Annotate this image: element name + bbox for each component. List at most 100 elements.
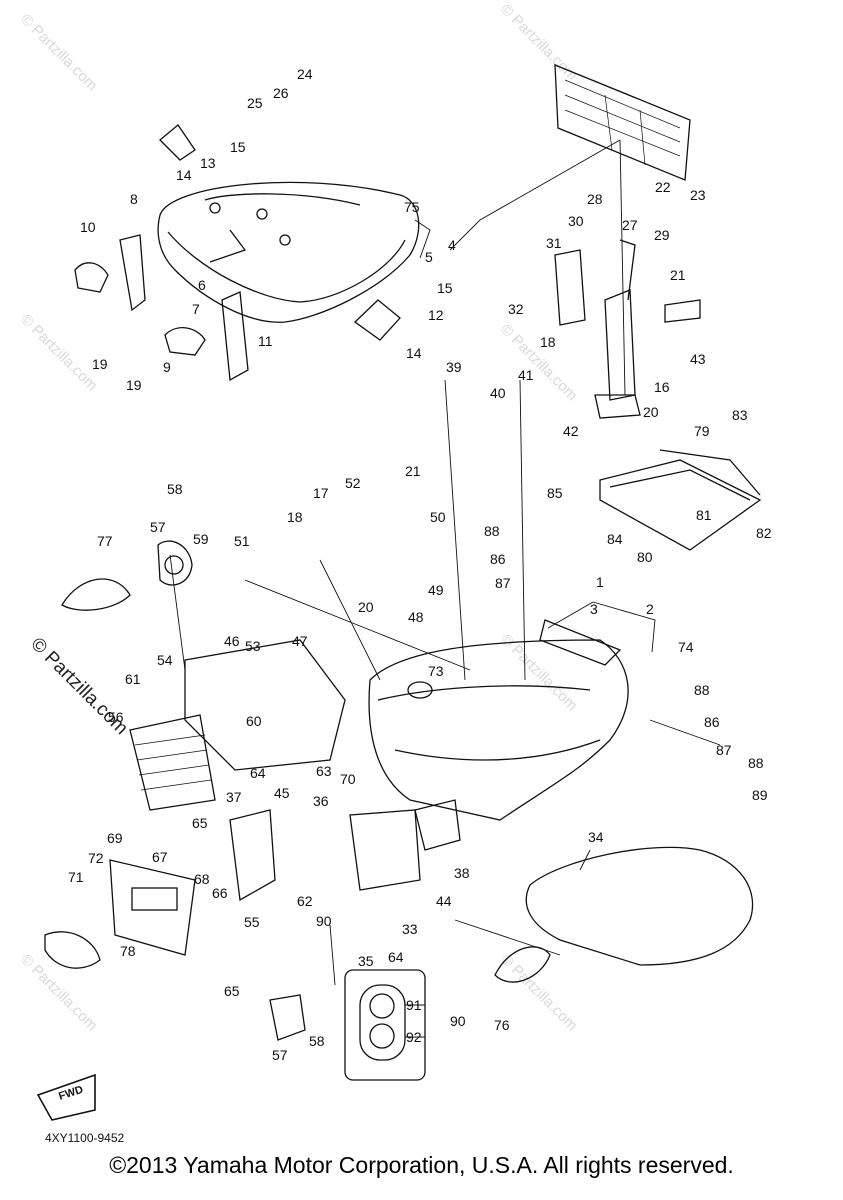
leader-lines — [169, 139, 721, 1038]
callout-8: 8 — [130, 191, 138, 207]
watermark: © Partzilla.com — [497, 951, 580, 1034]
callout-35: 35 — [358, 953, 374, 969]
callout-53: 53 — [245, 638, 261, 654]
watermark: © Partzilla.com — [17, 11, 100, 94]
callout-7: 7 — [192, 301, 200, 317]
callout-47: 47 — [292, 633, 308, 649]
watermark: © Partzilla.com — [497, 321, 580, 404]
callout-23: 23 — [690, 187, 706, 203]
callout-76: 76 — [494, 1017, 510, 1033]
callout-88: 88 — [694, 682, 710, 698]
callout-60: 60 — [246, 713, 262, 729]
callout-87: 87 — [495, 575, 511, 591]
callout-32: 32 — [508, 301, 524, 317]
callout-87: 87 — [716, 742, 732, 758]
callout-40: 40 — [490, 385, 506, 401]
liner-mat — [525, 846, 754, 966]
callout-11: 11 — [258, 333, 273, 349]
callout-59: 59 — [193, 531, 209, 547]
callout-70: 70 — [340, 771, 356, 787]
callout-57: 57 — [272, 1047, 288, 1063]
fwd-arrow — [36, 1073, 96, 1121]
callout-45: 45 — [274, 785, 290, 801]
callout-71: 71 — [68, 869, 84, 885]
callout-63: 63 — [316, 763, 332, 779]
callout-90: 90 — [450, 1013, 466, 1029]
callout-39: 39 — [446, 359, 462, 375]
watermark: © Partzilla.com — [497, 631, 580, 714]
callout-90: 90 — [316, 913, 332, 929]
callout-27: 27 — [622, 217, 638, 233]
callout-86: 86 — [490, 551, 506, 567]
callout-61: 61 — [125, 671, 141, 687]
callout-56: 56 — [108, 709, 124, 725]
speaker-housing — [129, 540, 346, 811]
callout-4: 4 — [448, 237, 456, 253]
callout-13: 13 — [200, 155, 216, 171]
callout-78: 78 — [120, 943, 136, 959]
callout-46: 46 — [224, 633, 240, 649]
callout-73: 73 — [428, 663, 444, 679]
callout-12: 12 — [428, 307, 444, 323]
callout-55: 55 — [244, 914, 260, 930]
callout-18: 18 — [540, 334, 556, 350]
callout-77: 77 — [97, 533, 113, 549]
callout-1: 1 — [596, 574, 604, 590]
callout-65: 65 — [224, 983, 240, 999]
callout-19: 19 — [92, 356, 108, 372]
callout-58: 58 — [309, 1033, 325, 1049]
callout-89: 89 — [752, 787, 768, 803]
callout-28: 28 — [587, 191, 603, 207]
callout-10: 10 — [80, 219, 96, 235]
callout-9: 9 — [163, 359, 171, 375]
callout-66: 66 — [212, 885, 228, 901]
reflector-pads — [44, 578, 551, 983]
callout-57: 57 — [150, 519, 166, 535]
callout-15: 15 — [437, 280, 453, 296]
callout-80: 80 — [637, 549, 653, 565]
callout-64: 64 — [250, 765, 266, 781]
callout-34: 34 — [588, 829, 604, 845]
callout-64: 64 — [388, 949, 404, 965]
callout-52: 52 — [345, 475, 361, 491]
callout-20: 20 — [358, 599, 374, 615]
callout-21: 21 — [670, 267, 686, 283]
callout-75: 75 — [404, 199, 420, 215]
watermark: © Partzilla.com — [497, 1, 580, 84]
callout-85: 85 — [547, 485, 563, 501]
switch-panel — [269, 969, 426, 1081]
callout-68: 68 — [194, 871, 210, 887]
callout-79: 79 — [694, 423, 710, 439]
callout-88: 88 — [484, 523, 500, 539]
callout-31: 31 — [546, 235, 562, 251]
callout-83: 83 — [732, 407, 748, 423]
callout-22: 22 — [655, 179, 671, 195]
callout-2: 2 — [646, 601, 654, 617]
diagram-code: 4XY1100-9452 — [45, 1131, 125, 1145]
callout-62: 62 — [297, 893, 313, 909]
callout-26: 26 — [273, 85, 289, 101]
callout-91: 91 — [406, 997, 422, 1013]
callout-18: 18 — [287, 509, 303, 525]
callout-36: 36 — [313, 793, 329, 809]
latch-mechanism — [554, 239, 701, 419]
callout-48: 48 — [408, 609, 424, 625]
lid-hinges — [74, 124, 401, 382]
callout-14: 14 — [406, 345, 422, 361]
copyright-notice: ©2013 Yamaha Motor Corporation, U.S.A. A… — [109, 1152, 734, 1178]
callout-21: 21 — [405, 463, 421, 479]
callout-50: 50 — [430, 509, 446, 525]
callout-29: 29 — [654, 227, 670, 243]
lower-brackets — [109, 799, 461, 956]
mounting-bracket — [599, 449, 762, 551]
callout-17: 17 — [313, 485, 329, 501]
callout-42: 42 — [563, 423, 579, 439]
callout-84: 84 — [607, 531, 623, 547]
callout-15: 15 — [230, 139, 246, 155]
callout-numbers: 1 2 3 4 5 6 7 8 9 10 11 12 13 14 14 15 1… — [68, 66, 772, 1063]
callout-92: 92 — [406, 1029, 422, 1045]
callout-54: 54 — [157, 652, 173, 668]
callout-43: 43 — [690, 351, 706, 367]
callout-38: 38 — [454, 865, 470, 881]
